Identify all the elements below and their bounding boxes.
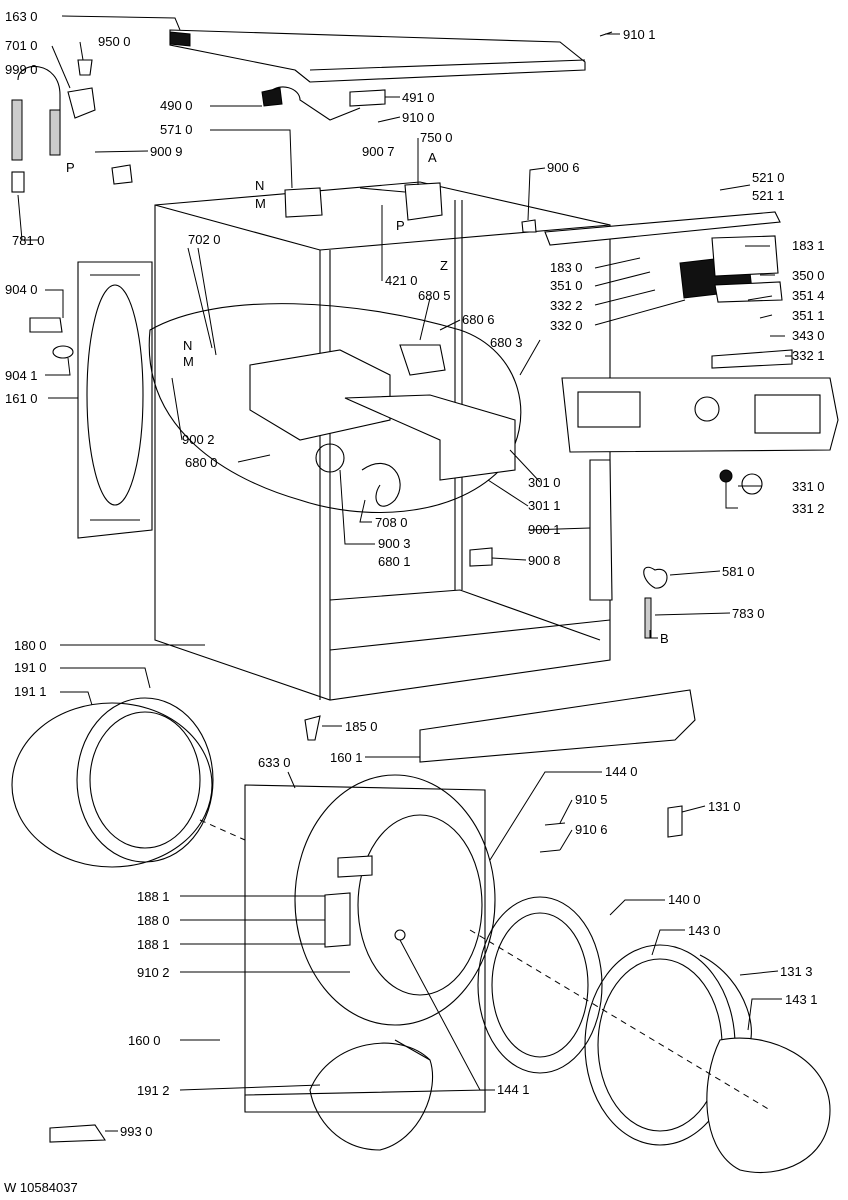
label-491-0: 491 0	[402, 90, 435, 105]
label-680-5: 680 5	[418, 288, 451, 303]
label-M-valve: M	[255, 196, 266, 211]
label-331-0: 331 0	[792, 479, 825, 494]
label-910-5: 910 5	[575, 792, 608, 807]
label-183-0: 183 0	[550, 260, 583, 275]
label-P-pump: P	[396, 218, 405, 233]
label-160-0: 160 0	[128, 1033, 161, 1048]
label-180-0: 180 0	[14, 638, 47, 653]
label-783-0: 783 0	[732, 606, 765, 621]
label-140-0: 140 0	[668, 892, 701, 907]
label-143-1: 143 1	[785, 992, 818, 1007]
label-191-0: 191 0	[14, 660, 47, 675]
label-191-2: 191 2	[137, 1083, 170, 1098]
label-993-0: 993 0	[120, 1124, 153, 1139]
label-332-1: 332 1	[792, 348, 825, 363]
label-750-0: 750 0	[420, 130, 453, 145]
label-900-3: 900 3	[378, 536, 411, 551]
label-904-0: 904 0	[5, 282, 38, 297]
label-143-0: 143 0	[688, 923, 721, 938]
label-131-0: 131 0	[708, 799, 741, 814]
label-910-1: 910 1	[623, 27, 656, 42]
label-188-1-top: 188 1	[137, 889, 170, 904]
label-680-0: 680 0	[185, 455, 218, 470]
label-521-1: 521 1	[752, 188, 785, 203]
small-parts	[29, 31, 683, 1143]
label-900-9: 900 9	[150, 144, 183, 159]
front-panel	[244, 774, 496, 1113]
label-910-2: 910 2	[137, 965, 170, 980]
label-301-0: 301 0	[528, 475, 561, 490]
label-163-0: 163 0	[5, 9, 38, 24]
label-521-0: 521 0	[752, 170, 785, 185]
label-P-left: P	[66, 160, 75, 175]
label-680-6: 680 6	[462, 312, 495, 327]
label-633-0: 633 0	[258, 755, 291, 770]
label-351-4: 351 4	[792, 288, 825, 303]
plinth	[419, 689, 696, 763]
cabinet-body	[154, 181, 611, 701]
label-904-1: 904 1	[5, 368, 38, 383]
label-680-1: 680 1	[378, 554, 411, 569]
label-N-rubber: N	[183, 338, 192, 353]
label-701-0: 701 0	[5, 38, 38, 53]
label-144-0: 144 0	[605, 764, 638, 779]
label-185-0: 185 0	[345, 719, 378, 734]
top-cover	[169, 29, 586, 83]
document-code: W 10584037	[4, 1180, 78, 1195]
label-490-0: 490 0	[160, 98, 193, 113]
label-900-6: 900 6	[547, 160, 580, 175]
label-160-1: 160 1	[330, 750, 363, 765]
label-351-1: 351 1	[792, 308, 825, 323]
label-680-3: 680 3	[490, 335, 523, 350]
assembly-axis	[199, 819, 246, 841]
door-assembly	[11, 697, 831, 1174]
label-144-1: 144 1	[497, 1082, 530, 1097]
label-708-0: 708 0	[375, 515, 408, 530]
label-581-0: 581 0	[722, 564, 755, 579]
label-900-8: 900 8	[528, 553, 561, 568]
leader-lines	[17, 15, 792, 1132]
label-900-7: 900 7	[362, 144, 395, 159]
label-301-1: 301 1	[528, 498, 561, 513]
label-571-0: 571 0	[160, 122, 193, 137]
label-910-0: 910 0	[402, 110, 435, 125]
label-343-0: 343 0	[792, 328, 825, 343]
assembly-axis-2	[469, 929, 771, 1111]
label-183-1: 183 1	[792, 238, 825, 253]
label-421-0: 421 0	[385, 273, 418, 288]
label-191-1: 191 1	[14, 684, 47, 699]
label-910-6: 910 6	[575, 822, 608, 837]
label-A: A	[428, 150, 437, 165]
label-900-1: 900 1	[528, 522, 561, 537]
label-188-0: 188 0	[137, 913, 170, 928]
label-188-1-bottom: 188 1	[137, 937, 170, 952]
label-351-0: 351 0	[550, 278, 583, 293]
label-332-0: 332 0	[550, 318, 583, 333]
side-panel	[77, 261, 153, 539]
label-950-0: 950 0	[98, 34, 131, 49]
label-M-rubber: M	[183, 354, 194, 369]
label-350-0: 350 0	[792, 268, 825, 283]
inlet-hoses	[11, 59, 443, 221]
label-N-valve: N	[255, 178, 264, 193]
label-161-0: 161 0	[5, 391, 38, 406]
label-900-2: 900 2	[182, 432, 215, 447]
label-999-0: 999 0	[5, 62, 38, 77]
label-331-2: 331 2	[792, 501, 825, 516]
label-131-3: 131 3	[780, 964, 813, 979]
label-702-0: 702 0	[188, 232, 221, 247]
label-332-2: 332 2	[550, 298, 583, 313]
label-B: B	[660, 631, 669, 646]
callout-labels: 163 0 910 1 701 0 950 0 999 0 490 0 491 …	[4, 9, 825, 1195]
label-Z: Z	[440, 258, 448, 273]
drawer-assembly	[148, 303, 522, 514]
label-781-0: 781 0	[12, 233, 45, 248]
